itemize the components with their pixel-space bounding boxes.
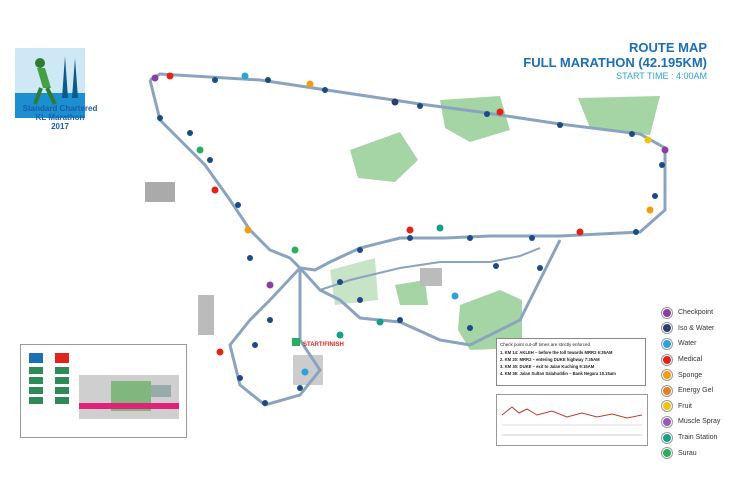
legend-label: Checkpoint bbox=[678, 309, 714, 317]
legend-item: Energy Gel bbox=[662, 383, 741, 399]
legend-label: Water bbox=[678, 340, 697, 348]
map-title: ROUTE MAP bbox=[629, 40, 707, 55]
start-time: START TIME : 4:00AM bbox=[616, 71, 707, 81]
legend-label: Iso & Water bbox=[678, 324, 715, 332]
cutoff-line: 1. KM 14: AKLEH – before the toll toward… bbox=[500, 350, 613, 355]
legend-marker-icon bbox=[662, 432, 672, 443]
event-logo bbox=[15, 48, 85, 118]
elevation-profile bbox=[496, 394, 648, 446]
cutoff-times-box: Check point cut-off times are strictly e… bbox=[496, 338, 646, 386]
start-area-inset bbox=[20, 344, 187, 438]
legend-label: Medical bbox=[678, 356, 703, 364]
start-finish-label: START/FINISH bbox=[303, 342, 344, 348]
route-line bbox=[148, 72, 667, 272]
legend-item: Muscle Spray bbox=[662, 414, 741, 430]
legend-marker-icon bbox=[662, 370, 672, 381]
legend-item: Iso & Water bbox=[662, 321, 741, 337]
legend-marker-icon bbox=[662, 448, 672, 459]
park-area bbox=[458, 290, 522, 350]
legend-marker-icon bbox=[662, 401, 672, 412]
legend-marker-icon bbox=[662, 323, 672, 334]
legend-item: Train Station bbox=[662, 430, 741, 446]
park-area bbox=[395, 280, 428, 305]
legend-label: Surau bbox=[678, 449, 697, 457]
building bbox=[145, 182, 175, 202]
start-finish-marker bbox=[292, 338, 300, 346]
legend-label: Sponge bbox=[678, 371, 703, 379]
legend-item: Medical bbox=[662, 352, 741, 368]
legend-marker-icon bbox=[662, 338, 672, 349]
legend-item: Water bbox=[662, 336, 741, 352]
legend-label: Train Station bbox=[678, 434, 718, 442]
logo-line2: KL Marathon bbox=[35, 113, 85, 122]
legend-marker-icon bbox=[662, 385, 672, 396]
cutoff-line: 3. KM 30: DUKE – exit to Jalan Kuching 9… bbox=[500, 364, 595, 369]
legend-label: Energy Gel bbox=[678, 387, 714, 395]
legend-label: Muscle Spray bbox=[678, 418, 721, 426]
legend-marker-icon bbox=[662, 307, 672, 318]
km-markers bbox=[157, 77, 665, 406]
route-line bbox=[319, 247, 541, 291]
cutoff-line: 4. KM 36: Jalan Sultan Salahuddin – Bank… bbox=[500, 371, 616, 376]
building bbox=[198, 295, 214, 335]
building bbox=[420, 268, 442, 286]
legend-item: Fruit bbox=[662, 399, 741, 415]
station-pins bbox=[151, 72, 669, 376]
legend-label: Fruit bbox=[678, 402, 692, 410]
cutoff-line: 2. KM 20: MRR2 – entering DUKE highway 7… bbox=[500, 357, 600, 362]
map-subtitle: FULL MARATHON (42.195KM) bbox=[523, 55, 707, 70]
park-area bbox=[330, 258, 378, 305]
building bbox=[293, 355, 323, 385]
logo-line3: 2017 bbox=[51, 122, 69, 131]
legend-item: Checkpoint bbox=[662, 305, 741, 321]
legend-item: Sponge bbox=[662, 367, 741, 383]
park-area bbox=[578, 96, 660, 135]
legend-marker-icon bbox=[662, 354, 672, 365]
logo-line1: Standard Chartered bbox=[22, 104, 98, 113]
legend-marker-icon bbox=[662, 416, 672, 427]
logo-caption: Standard Chartered KL Marathon 2017 bbox=[10, 104, 110, 131]
cutoff-header: Check point cut-off times are strictly e… bbox=[500, 342, 592, 347]
park-area bbox=[440, 96, 510, 142]
legend-item: Surau bbox=[662, 445, 741, 461]
park-area bbox=[350, 132, 418, 182]
route-line bbox=[228, 266, 322, 407]
